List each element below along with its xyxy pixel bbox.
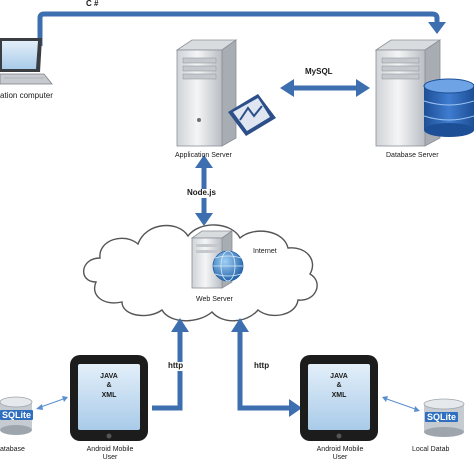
internet-label: Internet [253, 248, 277, 255]
http-right-label: http [254, 361, 270, 371]
web-server-globe-icon [190, 230, 244, 289]
application-server-label: Application Server [175, 152, 232, 159]
server-tower-icon [175, 39, 238, 147]
android-phone-icon [70, 355, 148, 441]
database-cylinder-icon [423, 78, 474, 137]
database-server-label: Database Server [386, 152, 439, 159]
mysql-label: MySQL [305, 67, 333, 76]
csharp-connection-arrow [37, 11, 446, 46]
mysql-double-arrow [280, 79, 370, 97]
csharp-label: C # [86, 0, 99, 8]
android-phone-icon [300, 355, 378, 441]
nodejs-label: Node.js [186, 188, 217, 198]
phone-right-screen-text: JAVA & XML [330, 373, 348, 399]
local-db-left-connector [36, 396, 68, 410]
local-db-left-label: atabase [0, 446, 25, 453]
android-user-right-label: Android Mobile User [316, 446, 364, 461]
android-user-left-label: Android Mobile User [86, 446, 134, 461]
laptop-icon [0, 38, 53, 85]
web-server-label: Web Server [196, 296, 233, 303]
admin-computer-label: ation computer [0, 91, 53, 100]
sqlite-right-logo: SQLite [425, 412, 459, 423]
http-left-arrow [152, 318, 189, 411]
http-right-arrow [231, 318, 302, 417]
application-badge-icon [228, 94, 276, 136]
local-db-right-connector [382, 396, 420, 412]
sqlite-left-logo: SQLite [0, 410, 34, 421]
phone-left-screen-text: JAVA & XML [100, 373, 118, 399]
local-db-right-label: Local Datab [412, 446, 450, 453]
http-left-label: http [168, 361, 184, 371]
